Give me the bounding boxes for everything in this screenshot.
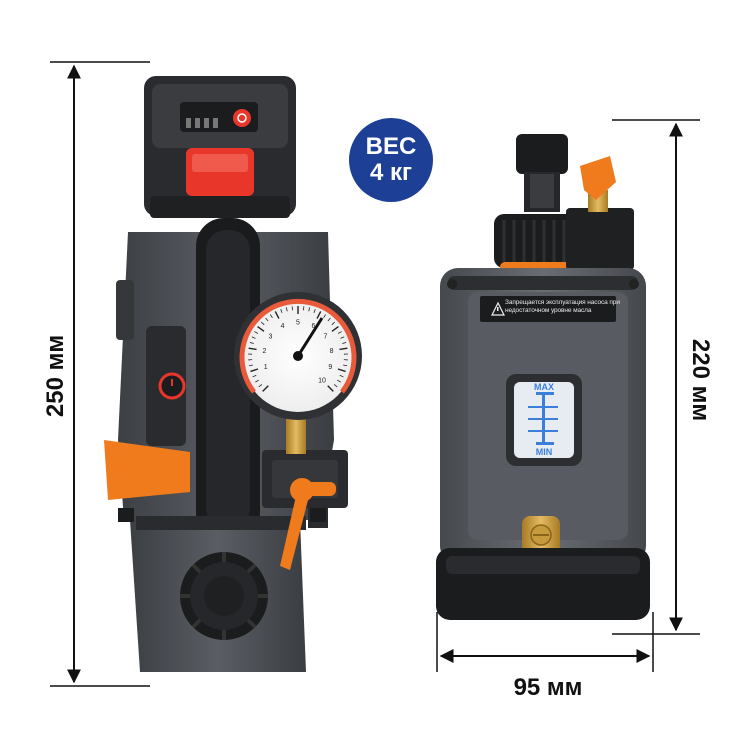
weight-badge-value: 4 кг bbox=[349, 160, 433, 186]
pump-front-view: MAX MIN bbox=[436, 134, 650, 620]
gauge-scale-label: 1 bbox=[264, 364, 268, 371]
gauge-scale-label: 3 bbox=[269, 334, 273, 341]
height-dimension-right: 220 мм bbox=[686, 339, 714, 421]
gauge-scale-label: 9 bbox=[328, 364, 332, 371]
height-dimension-left: 250 мм bbox=[42, 335, 70, 417]
gauge-scale-label: 7 bbox=[324, 334, 328, 341]
gauge-scale-label: 4 bbox=[281, 323, 285, 330]
level-max-label: MAX bbox=[534, 382, 554, 392]
weight-badge: ВЕС 4 кг bbox=[349, 118, 433, 202]
width-dimension: 95 мм bbox=[514, 674, 583, 702]
gauge-scale-label: 5 bbox=[296, 320, 300, 327]
top-grip bbox=[516, 134, 568, 174]
gauge-scale-label: 10 bbox=[318, 378, 326, 385]
level-min-label: MIN bbox=[536, 447, 553, 457]
gauge-scale-label: 2 bbox=[262, 348, 266, 355]
brass-fitting bbox=[286, 418, 306, 454]
side-outlet-block bbox=[566, 208, 634, 270]
gauge-scale-label: 8 bbox=[330, 348, 334, 355]
orange-outlet-tip bbox=[580, 156, 616, 200]
battery-pack bbox=[144, 76, 296, 218]
weight-badge-title: ВЕС bbox=[349, 134, 433, 160]
warning-label-text: Запрещается эксплуатация насоса при недо… bbox=[505, 299, 630, 315]
